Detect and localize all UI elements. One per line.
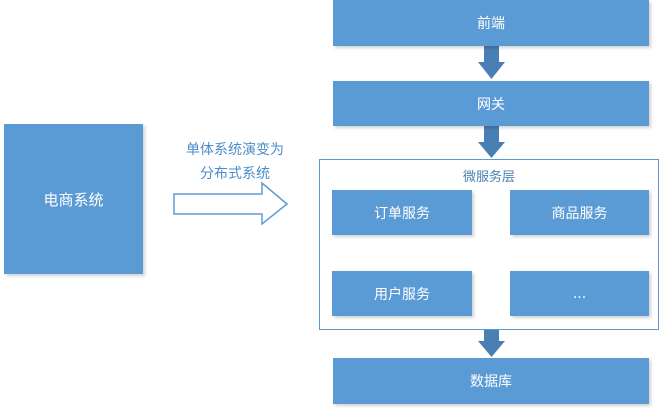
transition-caption: 单体系统演变为 分布式系统 [170,138,300,186]
transition-caption-line2: 分布式系统 [200,166,270,182]
transition-arrow [173,181,289,226]
monolith-label: 电商系统 [43,190,104,209]
more-services-box: ... [510,271,649,316]
order-service-box: 订单服务 [332,190,472,235]
product-service-box: 商品服务 [510,190,649,235]
product-service-label: 商品服务 [551,205,608,222]
user-service-label: 用户服务 [374,286,430,303]
microservice-layer-title: 微服务层 [462,170,515,185]
arrow-services-to-database [478,330,505,357]
monolith-box: 电商系统 [4,124,143,274]
gateway-label: 网关 [477,96,505,113]
arrow-frontend-to-gateway [478,46,505,79]
arrow-gateway-to-services [478,126,505,158]
frontend-layer: 前端 [333,0,649,46]
database-label: 数据库 [470,374,512,390]
transition-caption-line1: 单体系统演变为 [186,142,284,158]
frontend-label: 前端 [477,16,505,32]
more-services-label: ... [572,285,587,302]
user-service-box: 用户服务 [332,271,472,316]
database-layer: 数据库 [333,358,649,404]
gateway-layer: 网关 [333,81,649,126]
order-service-label: 订单服务 [374,205,430,222]
